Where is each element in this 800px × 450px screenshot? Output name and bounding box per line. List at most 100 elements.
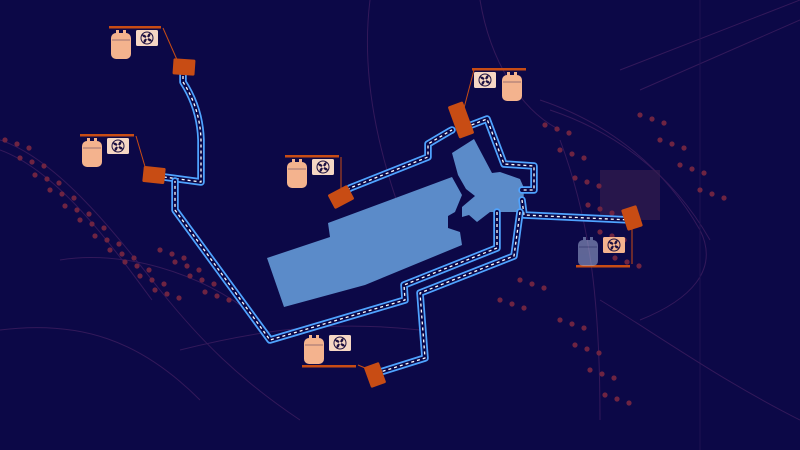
map-dot bbox=[161, 281, 167, 287]
fan-icon bbox=[603, 237, 625, 253]
station-bar bbox=[80, 134, 134, 137]
map-dot bbox=[599, 371, 605, 377]
map-dot bbox=[661, 120, 667, 126]
map-dot bbox=[587, 367, 593, 373]
station-bar bbox=[109, 26, 161, 29]
station-west bbox=[80, 134, 147, 171]
map-dot bbox=[152, 287, 158, 293]
map-dot bbox=[187, 273, 193, 279]
outlet-box bbox=[328, 185, 354, 209]
map-dot bbox=[602, 392, 608, 398]
outlet-box bbox=[448, 101, 474, 139]
map-dot bbox=[612, 255, 618, 261]
map-dot bbox=[137, 273, 143, 279]
map-dot bbox=[657, 137, 663, 143]
map-dot bbox=[2, 137, 8, 143]
pipe-segment bbox=[518, 196, 634, 224]
map-dot bbox=[584, 346, 590, 352]
tank-icon bbox=[82, 138, 102, 167]
map-dot bbox=[196, 267, 202, 273]
map-dot bbox=[572, 342, 578, 348]
map-dot bbox=[14, 141, 20, 147]
map-dot bbox=[689, 166, 695, 172]
map-dot bbox=[637, 112, 643, 118]
station-north-west bbox=[109, 26, 179, 63]
station-bar bbox=[285, 155, 339, 158]
map-dot bbox=[609, 210, 615, 216]
station-leader bbox=[162, 27, 179, 63]
outlet-box bbox=[172, 58, 196, 76]
map-dot bbox=[721, 195, 727, 201]
map-dot bbox=[581, 155, 587, 161]
building-east-wing bbox=[452, 139, 524, 222]
map-dot bbox=[709, 191, 715, 197]
map-dot bbox=[32, 172, 38, 178]
map-dot bbox=[17, 155, 23, 161]
map-dot bbox=[611, 375, 617, 381]
tank-icon bbox=[287, 159, 307, 188]
map-dot bbox=[636, 263, 642, 269]
station-leader bbox=[463, 69, 475, 109]
map-dot bbox=[649, 116, 655, 122]
map-dot bbox=[172, 259, 178, 265]
map-dot bbox=[122, 259, 128, 265]
stations bbox=[80, 26, 643, 388]
station-south bbox=[302, 335, 371, 371]
map-dot bbox=[107, 247, 113, 253]
map-dot bbox=[557, 147, 563, 153]
map-dot bbox=[181, 255, 187, 261]
map-dot bbox=[71, 195, 77, 201]
map-dot bbox=[541, 285, 547, 291]
map-dot bbox=[101, 225, 107, 231]
map-dot bbox=[701, 170, 707, 176]
map-dot bbox=[529, 281, 535, 287]
map-dot bbox=[226, 297, 232, 303]
map-dot bbox=[104, 237, 110, 243]
map-dot bbox=[131, 255, 137, 261]
station-leader bbox=[135, 135, 147, 171]
map-dot bbox=[56, 180, 62, 186]
map-dot bbox=[517, 277, 523, 283]
map-dot bbox=[44, 176, 50, 182]
map-dot bbox=[614, 396, 620, 402]
map-dot bbox=[697, 187, 703, 193]
map-dot bbox=[146, 267, 152, 273]
outlet-box bbox=[621, 205, 643, 231]
map-dot bbox=[149, 277, 155, 283]
fan-icon bbox=[136, 30, 158, 46]
pipe-segment bbox=[171, 177, 501, 344]
station-north-east bbox=[463, 68, 526, 109]
map-dot bbox=[59, 191, 65, 197]
map-dot bbox=[557, 317, 563, 323]
map-dot bbox=[26, 145, 32, 151]
tank-icon bbox=[111, 30, 131, 59]
map-dot bbox=[677, 162, 683, 168]
map-dot bbox=[596, 183, 602, 189]
fan-icon bbox=[329, 335, 351, 351]
map-dot bbox=[596, 350, 602, 356]
map-dot bbox=[584, 179, 590, 185]
map-dot bbox=[569, 321, 575, 327]
station-bar bbox=[576, 265, 630, 268]
outlet-box bbox=[142, 166, 166, 184]
map-dot bbox=[134, 263, 140, 269]
map-dot bbox=[184, 263, 190, 269]
map-dot bbox=[202, 289, 208, 295]
map-dot bbox=[597, 229, 603, 235]
pipe-segment bbox=[370, 208, 524, 378]
outlet-box bbox=[364, 362, 386, 388]
map-dot bbox=[521, 305, 527, 311]
map-dot bbox=[74, 207, 80, 213]
map-dot bbox=[211, 281, 217, 287]
map-dot bbox=[169, 251, 175, 257]
map-dot bbox=[176, 295, 182, 301]
fan-icon bbox=[312, 159, 334, 175]
map-dot bbox=[497, 297, 503, 303]
map-dot bbox=[199, 277, 205, 283]
map-dot bbox=[92, 233, 98, 239]
map-dot bbox=[86, 211, 92, 217]
map-dot bbox=[554, 126, 560, 132]
map-dot bbox=[116, 241, 122, 247]
tank-icon bbox=[502, 72, 522, 101]
map-dot bbox=[157, 247, 163, 253]
